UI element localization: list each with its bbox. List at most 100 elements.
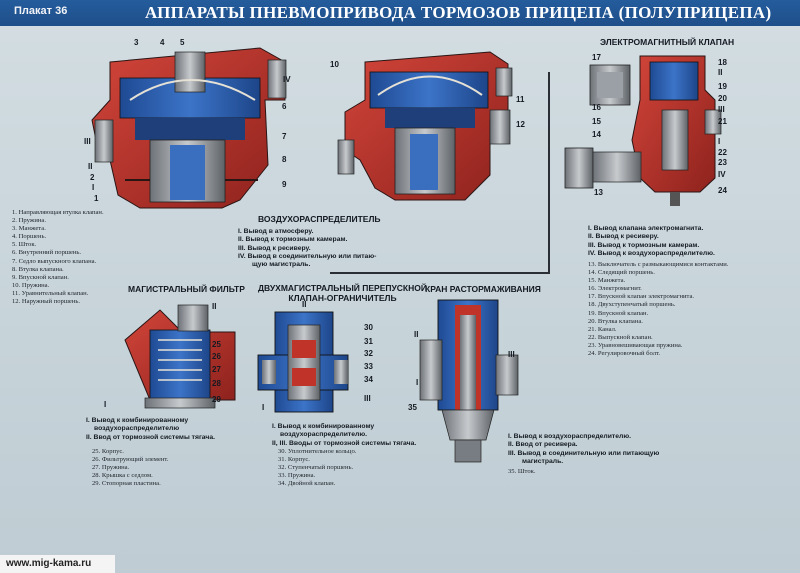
- callout: 31: [364, 337, 373, 346]
- list-item: 9. Впускной клапан.: [12, 273, 69, 281]
- bypass-valve-title: ДВУХМАГИСТРАЛЬНЫЙ ПЕРЕПУСКНОЙ КЛАПАН-ОГР…: [258, 283, 427, 303]
- list-item: II. Ввод от тормозной системы тягача.: [86, 433, 216, 441]
- bypass-valve-parts: 30. Уплотнительное кольцо. 31. Корпус. 3…: [278, 448, 356, 488]
- callout: I: [104, 400, 107, 409]
- callout: 34: [364, 375, 373, 384]
- list-item: 8. Втулка клапана.: [12, 265, 64, 273]
- list-item: I. Вывод в атмосферу.: [238, 228, 314, 235]
- air-distributor-drawing-2: [337, 51, 513, 201]
- solenoid-valve-ports: I. Вывод клапана электромагнита. II. Выв…: [588, 225, 715, 258]
- list-item: II, III. Вводы от тормозной системы тяга…: [272, 439, 417, 447]
- callout: 10: [330, 60, 339, 69]
- callout: 35: [408, 403, 417, 412]
- air-distributor-title: ВОЗДУХОРАСПРЕДЕЛИТЕЛЬ: [258, 214, 381, 224]
- callout: I: [718, 137, 721, 146]
- air-distributor-ports: I. Вывод в атмосферу. II. Вывод к тормоз…: [238, 228, 376, 269]
- list-item: III. Вывод в соединительную или питающую: [508, 449, 660, 457]
- list-item: 30. Уплотнительное кольцо.: [278, 448, 357, 455]
- list-item: 34. Двойной клапан.: [278, 480, 336, 488]
- list-item: I. Вывод к комбинированному: [86, 417, 189, 424]
- callout: 15: [592, 117, 601, 126]
- list-item: 21. Канал.: [588, 325, 617, 333]
- list-item: IV. Вывод к воздухораспределителю.: [588, 249, 715, 257]
- list-item: 16. Электромагнит.: [588, 285, 642, 293]
- list-item: 23. Уравновешивающая пружина.: [588, 341, 683, 349]
- callout: 6: [282, 102, 287, 111]
- callout: 12: [516, 120, 525, 129]
- list-item: 17. Впускной клапан электромагнита.: [588, 293, 695, 301]
- list-item: 6. Внутренний поршень.: [12, 249, 82, 257]
- callout: 23: [718, 158, 727, 167]
- list-item: 26. Фильтрующий элемент.: [92, 456, 169, 464]
- callout: IV: [283, 75, 291, 84]
- list-item: 12. Наружный поршень.: [12, 298, 81, 306]
- callout: 19: [718, 82, 727, 91]
- callout: III: [718, 105, 725, 114]
- list-item: 2. Пружина.: [12, 217, 46, 225]
- divider-vertical: [548, 72, 550, 272]
- release-valve-title: КРАН РАСТОРМАЖИВАНИЯ: [425, 284, 541, 294]
- callout: 7: [282, 132, 287, 141]
- callout: III: [84, 137, 91, 146]
- list-item: 27. Пружина.: [92, 464, 130, 472]
- list-item: I. Вывод клапана электромагнита.: [588, 225, 704, 232]
- list-item: II. Ввод от ресивера.: [508, 441, 578, 449]
- solenoid-valve-drawing: [564, 55, 722, 206]
- callout: II: [718, 68, 723, 77]
- callout: III: [364, 394, 371, 403]
- callout: 29: [212, 395, 221, 404]
- list-item: 35. Шток.: [508, 468, 536, 475]
- callout: II: [212, 302, 217, 311]
- list-item: III. Вывод к ресиверу.: [238, 244, 311, 252]
- callout: II: [88, 162, 93, 171]
- bypass-valve-ports: I. Вывод к комбинированному воздухораспр…: [272, 423, 416, 448]
- callout: I: [262, 403, 265, 412]
- callout: 21: [718, 117, 727, 126]
- list-item: II. Вывод к тормозным камерам.: [238, 236, 348, 244]
- list-item: 20. Втулка клапана.: [588, 317, 643, 325]
- list-item: IV. Вывод в соединительную или питаю-: [238, 252, 377, 260]
- callout: 11: [516, 95, 525, 104]
- callout: 24: [718, 186, 727, 195]
- bypass-valve-drawing: [257, 311, 349, 413]
- callout: IV: [718, 170, 726, 179]
- list-item: 4. Поршень.: [12, 233, 47, 241]
- callout: 1: [94, 194, 99, 203]
- callout: 9: [282, 180, 287, 189]
- list-item: 1. Направляющая втулка клапан.: [12, 209, 104, 216]
- callout: 2: [90, 173, 95, 182]
- solenoid-valve-parts: 13. Выключатель с размыкающимися контакт…: [588, 261, 728, 358]
- callout: 25: [212, 340, 221, 349]
- main-filter-parts: 25. Корпус. 26. Фильтрующий элемент. 27.…: [92, 448, 168, 488]
- list-item: 13. Выключатель с размыкающимися контакт…: [588, 261, 729, 268]
- list-item: 10. Пружина.: [12, 281, 50, 289]
- air-distributor-drawing-1: [91, 47, 287, 209]
- callout: III: [508, 350, 515, 359]
- list-item: магистраль.: [522, 457, 564, 465]
- callout: 32: [364, 349, 373, 358]
- callout: I: [416, 378, 419, 387]
- poster-number: Плакат 36: [14, 5, 68, 17]
- bypass-valve-title-line1: ДВУХМАГИСТРАЛЬНЫЙ ПЕРЕПУСКНОЙ: [258, 283, 427, 293]
- list-item: 14. Следящий поршень.: [588, 269, 655, 277]
- callout: 5: [180, 38, 185, 47]
- valve-parts-list: 1. Направляющая втулка клапан. 2. Пружин…: [12, 209, 104, 306]
- callout: 33: [364, 362, 373, 371]
- solenoid-valve-title: ЭЛЕКТРОМАГНИТНЫЙ КЛАПАН: [600, 37, 735, 47]
- page-title: АППАРАТЫ ПНЕВМОПРИВОДА ТОРМОЗОВ ПРИЦЕПА …: [145, 3, 772, 22]
- callout: 26: [212, 352, 221, 361]
- callout: 16: [592, 103, 601, 112]
- release-valve-drawing: [419, 299, 519, 463]
- list-item: 11. Уравнительный клапан.: [12, 289, 89, 297]
- release-valve-ports: I. Вывод к воздухораспределителю. II. Вв…: [508, 433, 659, 466]
- list-item: 31. Корпус.: [278, 456, 310, 464]
- release-valve-parts: 35. Шток.: [508, 468, 536, 476]
- callout: 27: [212, 365, 221, 374]
- list-item: 29. Стопорная пластина.: [92, 480, 161, 488]
- callout: II: [302, 300, 307, 309]
- list-item: 5. Шток.: [12, 241, 37, 249]
- list-item: 18. Двухступенчатый поршень.: [588, 301, 676, 309]
- list-item: 15. Манжета.: [588, 277, 626, 285]
